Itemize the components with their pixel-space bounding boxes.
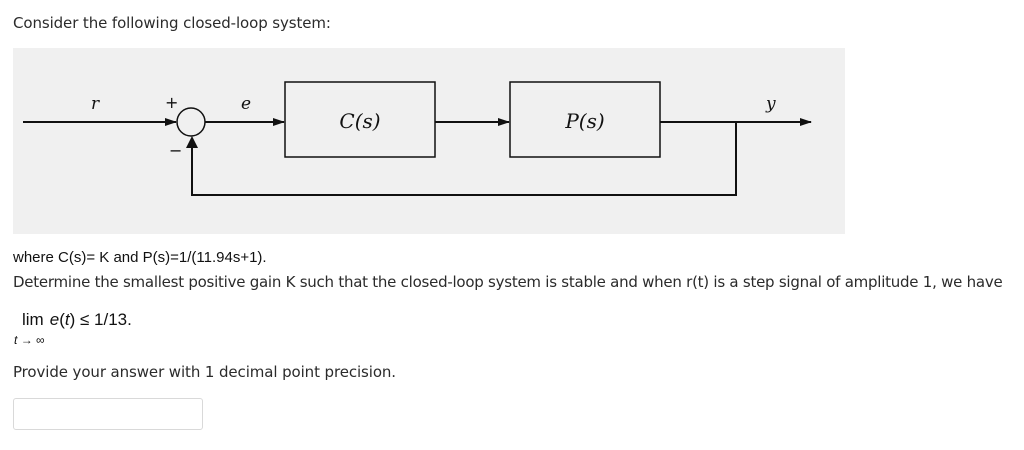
question-task: Determine the smallest positive gain K s…	[13, 273, 1003, 291]
limit-relation: ≤ 1/13.	[80, 310, 132, 329]
system-definition: where C(s)= K and P(s)=1/(11.94s+1).	[13, 249, 267, 266]
summing-junction	[176, 107, 206, 137]
limit-variable: t	[64, 310, 70, 329]
output-label: y	[765, 94, 776, 114]
block-diagram: r + − e C(s) P(s) y	[13, 48, 845, 234]
limit-operator: lim	[22, 310, 44, 329]
answer-instruction: Provide your answer with 1 decimal point…	[13, 363, 396, 381]
plant-label: P(s)	[564, 109, 604, 133]
plant-block	[509, 81, 661, 158]
limit-subscript-variable: t	[14, 333, 18, 347]
limit-subscript-rest: → ∞	[20, 333, 45, 347]
error-label: e	[241, 94, 251, 114]
answer-input[interactable]	[13, 398, 203, 430]
minus-sign: −	[169, 141, 182, 160]
block-diagram-svg: r + − e C(s) P(s) y	[23, 81, 812, 196]
limit-paren-close: )	[69, 310, 76, 329]
feedback-arrowhead	[186, 136, 198, 148]
limit-function: e	[49, 310, 60, 329]
plus-sign: +	[165, 93, 178, 112]
input-label: r	[91, 94, 100, 114]
feedback-path	[191, 122, 737, 196]
question-intro: Consider the following closed-loop syste…	[13, 14, 331, 32]
limit-subscript: t → ∞	[14, 333, 45, 347]
controller-block	[284, 81, 436, 158]
controller-label: C(s)	[339, 109, 380, 133]
limit-paren-open: (	[59, 310, 65, 329]
